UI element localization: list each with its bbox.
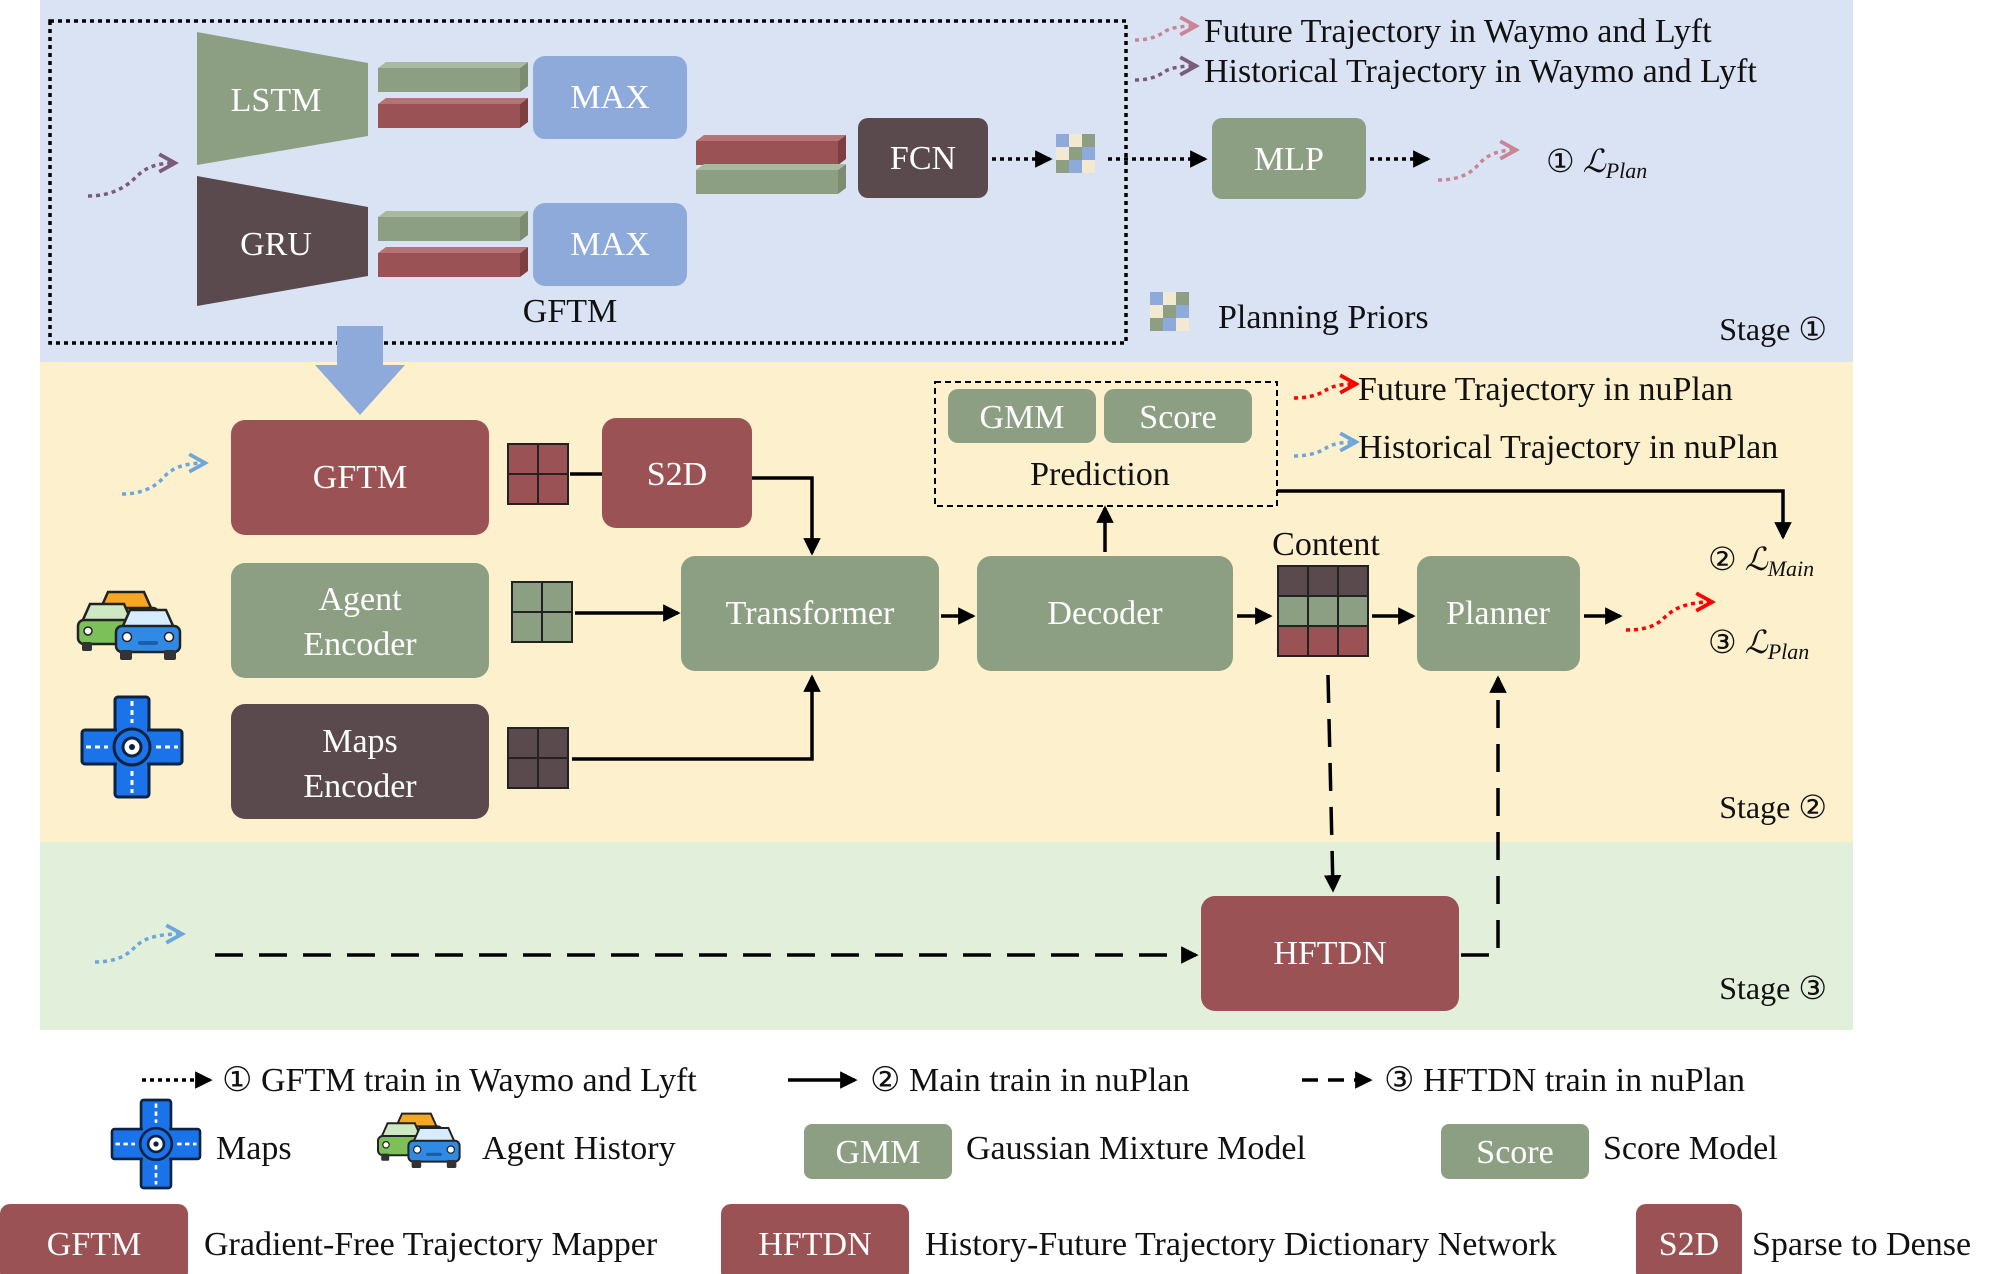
prediction-label: Prediction (1030, 456, 1170, 493)
agent-encoder-label-line2: Encoder (303, 626, 417, 663)
gru-feature-bars (378, 211, 528, 277)
legend-hftdn-badge-label: HFTDN (758, 1226, 871, 1263)
legend-hftdn-badge (721, 1204, 909, 1274)
gftm-caption: GFTM (523, 293, 617, 330)
stage1-label: Stage ① (1719, 311, 1827, 347)
mlp-label: MLP (1254, 141, 1324, 178)
stage1-input-trajectory-icon (87, 163, 175, 198)
s2d-block (602, 418, 752, 528)
transformer-label: Transformer (726, 595, 895, 632)
lstm-label: LSTM (231, 82, 322, 119)
prediction-to-main-loss-arrow (1277, 489, 1792, 540)
content-to-hftdn-arrow (1323, 674, 1342, 893)
history-waymo-legend-arrow (1134, 66, 1196, 82)
fused-feature-bars (696, 135, 846, 194)
legend-main-train: ② Main train in nuPlan (870, 1062, 1189, 1099)
legend-cars-icon (376, 1112, 461, 1170)
history-nuplan-legend-label: Historical Trajectory in nuPlan (1358, 429, 1778, 466)
max-label-bottom: MAX (570, 226, 649, 263)
planning-priors-legend-icon (1150, 292, 1189, 331)
gftm-transfer-arrow (315, 326, 405, 415)
stage3-background (40, 842, 1853, 1030)
legend-gftm-desc: Gradient-Free Trajectory Mapper (204, 1226, 658, 1263)
legend-hftdn-train: ③ HFTDN train in nuPlan (1384, 1062, 1745, 1099)
legend-gftm-badge (0, 1204, 188, 1274)
gmm-block (948, 389, 1096, 443)
gmm-label: GMM (979, 399, 1064, 436)
hftdn-label: HFTDN (1273, 935, 1386, 972)
stage2-input-trajectory-icon (121, 463, 205, 496)
lstm-feature-bars (378, 62, 528, 128)
stage2-label: Stage ② (1719, 789, 1827, 825)
agent-encoder-label-line1: Agent (318, 581, 402, 618)
legend-gmm-badge (804, 1124, 952, 1179)
maps-token-grid (507, 727, 569, 789)
mlp-block (1212, 118, 1366, 199)
prediction-frame (934, 381, 1278, 507)
max-block-top (533, 56, 687, 139)
gftm-block (231, 420, 489, 535)
score-block (1104, 389, 1252, 443)
gftm-label: GFTM (313, 459, 407, 496)
transformer-block (681, 556, 939, 671)
gru-label: GRU (240, 226, 312, 263)
maps-encoder-label-line2: Encoder (303, 768, 417, 805)
max-label-top: MAX (570, 79, 649, 116)
future-waymo-legend-arrow (1134, 26, 1196, 42)
future-nuplan-legend-label: Future Trajectory in nuPlan (1358, 371, 1733, 408)
legend-s2d-desc: Sparse to Dense (1752, 1226, 1971, 1263)
planning-priors-label: Planning Priors (1218, 299, 1429, 336)
planning-priors-icon (1056, 134, 1095, 173)
stage2-output-trajectory-icon (1625, 602, 1712, 632)
legend-score-desc: Score Model (1603, 1130, 1778, 1167)
history-waymo-legend-label: Historical Trajectory in Waymo and Lyft (1204, 53, 1757, 90)
stage3-input-trajectory-icon (94, 934, 182, 964)
legend-gftm-badge-label: GFTM (47, 1226, 141, 1263)
max-block-bottom (533, 203, 687, 286)
legend-gftm-train: ① GFTM train in Waymo and Lyft (222, 1062, 697, 1099)
gftm-dotted-frame (48, 19, 1128, 345)
gru-block (197, 176, 368, 306)
history-nuplan-legend-arrow (1293, 442, 1356, 458)
maps-to-transformer-arrow (572, 674, 821, 761)
planner-label: Planner (1446, 595, 1551, 632)
planner-block (1417, 556, 1580, 671)
legend-score-badge (1441, 1124, 1589, 1179)
legend-agent-history-label: Agent History (482, 1130, 676, 1167)
gftm-token-grid (507, 443, 569, 505)
fcn-block (858, 118, 988, 198)
s2d-to-transformer-arrow (752, 476, 821, 556)
stage3-label: Stage ③ (1719, 970, 1827, 1006)
future-waymo-legend-label: Future Trajectory in Waymo and Lyft (1204, 13, 1712, 50)
maps-encoder-label-line1: Maps (322, 723, 398, 760)
content-label: Content (1272, 526, 1380, 563)
agent-token-grid (511, 581, 573, 643)
legend-s2d-badge (1636, 1204, 1742, 1274)
score-label: Score (1139, 399, 1216, 436)
legend-maps-label: Maps (216, 1130, 292, 1167)
legend-gmm-desc: Gaussian Mixture Model (966, 1130, 1306, 1167)
fcn-label: FCN (890, 140, 956, 177)
legend-gmm-badge-label: GMM (835, 1134, 920, 1171)
hftdn-block (1201, 896, 1459, 1011)
legend-score-badge-label: Score (1476, 1134, 1553, 1171)
decoder-label: Decoder (1047, 595, 1163, 632)
legend-hftdn-desc: History-Future Trajectory Dictionary Net… (925, 1226, 1557, 1263)
maps-encoder-block (231, 704, 489, 819)
content-token-grid (1277, 565, 1369, 657)
s2d-label: S2D (647, 456, 707, 493)
hftdn-to-planner-arrow (1461, 675, 1507, 957)
lstm-block (197, 32, 368, 165)
decoder-block (977, 556, 1233, 671)
legend-road-icon (110, 1098, 202, 1190)
agent-encoder-block (231, 563, 489, 678)
legend-s2d-badge-label: S2D (1659, 1226, 1719, 1263)
future-nuplan-legend-arrow (1293, 384, 1356, 400)
